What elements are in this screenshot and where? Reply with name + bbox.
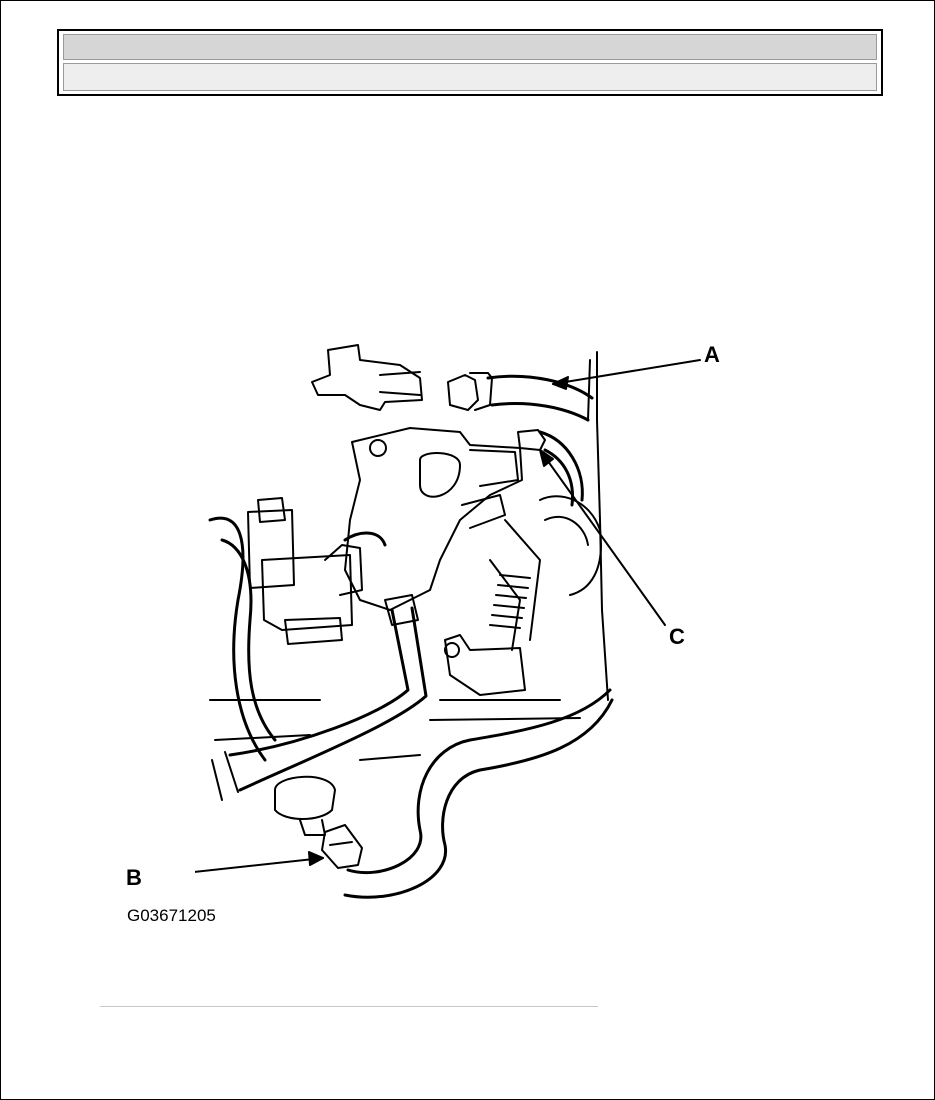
header-subtitle-bar (63, 63, 877, 91)
header-box (57, 29, 883, 96)
callout-label-b: B (126, 865, 142, 890)
header-title-bar (63, 34, 877, 60)
figure-id: G03671205 (127, 906, 216, 925)
footer-divider (100, 1006, 598, 1007)
callout-label-c: C (669, 624, 685, 649)
engine-hose-diagram (195, 344, 701, 899)
callout-label-a: A (704, 342, 720, 367)
